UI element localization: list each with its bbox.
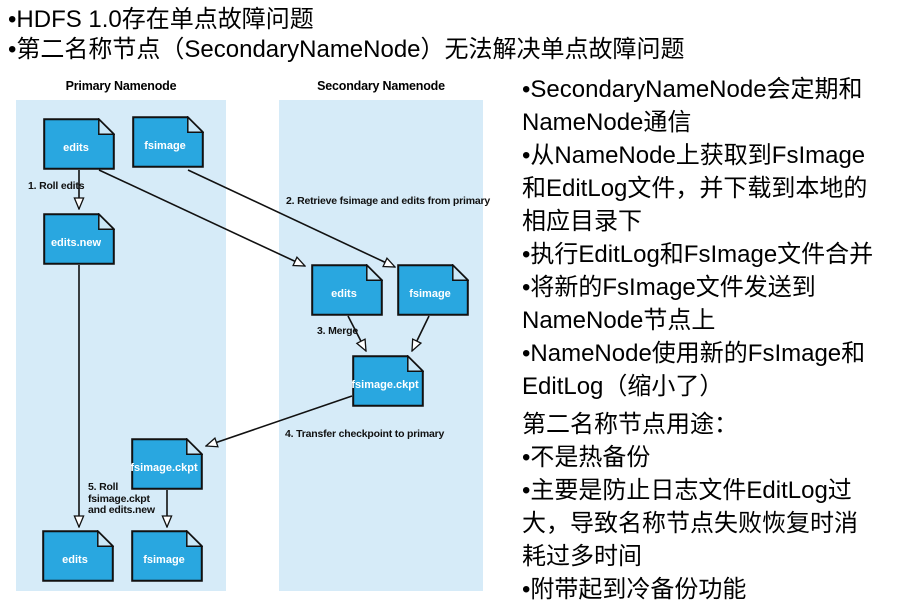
connector-lines [0, 169, 430, 607]
file-fold [97, 530, 114, 547]
step-4-transfer-label: 4. Transfer checkpoint to primary [285, 428, 445, 440]
arrow-merge-edits [347, 315, 366, 351]
file-body [42, 530, 114, 582]
secondary-namenode-panel [279, 100, 483, 591]
file-fold [366, 264, 383, 281]
fsimage-ckpt-file-icon-primary: fsimage.ckpt [131, 438, 203, 490]
note-line: EditLog（缩小了） [522, 373, 724, 400]
edits-file-icon-primary: edits [43, 118, 115, 170]
note-line: 耗过多时间 [522, 543, 642, 570]
note-line: •将新的FsImage文件发送到 [522, 274, 816, 301]
fsimage-ckpt-file-icon-secondary: fsimage.ckpt [352, 355, 424, 407]
file-label: edits [62, 554, 88, 566]
file-label: edits.new [51, 237, 102, 249]
bullet-line-1: •HDFS 1.0存在单点故障问题 [8, 6, 314, 33]
edits-file-icon-primary-bottom: edits [42, 530, 114, 582]
note-line: •从NameNode上获取到FsImage [522, 142, 866, 169]
step-2-retrieve-label: 2. Retrieve fsimage and edits from prima… [286, 195, 491, 207]
step-5-roll-label: 5. Roll fsimage.ckpt and edits.new [88, 481, 155, 516]
note-line: •NameNode使用新的FsImage和 [522, 340, 866, 367]
file-body [131, 530, 203, 582]
notes-column: •SecondaryNameNode会定期和 NameNode通信 •从Name… [522, 73, 918, 606]
file-label: edits [63, 142, 89, 154]
file-body [311, 264, 383, 316]
file-body [397, 264, 469, 316]
step-1-roll-edits-label: 1. Roll edits [28, 180, 85, 192]
primary-namenode-title: Primary Namenode [65, 79, 177, 93]
fsimage-file-icon-primary: fsimage [132, 116, 204, 168]
note-line: •附带起到冷备份功能 [522, 576, 747, 603]
file-fold [452, 264, 469, 281]
note-line: •执行EditLog和FsImage文件合并 [522, 241, 874, 268]
note-line: •不是热备份 [522, 444, 651, 471]
bullet-line-2: •第二名称节点（SecondaryNameNode）无法解决单点故障问题 [8, 36, 685, 63]
step-3-merge-label: 3. Merge [317, 325, 358, 337]
edits-file-icon-secondary: edits [311, 264, 383, 316]
arrow-retrieve-edits [98, 169, 305, 267]
note-line: NameNode通信 [522, 109, 692, 136]
secondary-namenode-title: Secondary Namenode [317, 79, 445, 93]
note-line: 大，导致名称节点失败恢复时消 [522, 510, 858, 537]
note-line: 和EditLog文件，并下载到本地的 [522, 175, 868, 202]
file-label: fsimage [144, 140, 186, 152]
file-label: edits [331, 288, 357, 300]
note-line-secondary-uses-heading: 第二名称节点用途： [522, 411, 738, 438]
arrow-transfer-checkpoint [206, 395, 353, 446]
file-label: fsimage [409, 288, 451, 300]
file-body [132, 116, 204, 168]
file-fold [407, 355, 424, 372]
note-line: NameNode节点上 [522, 307, 716, 334]
file-fold [98, 213, 115, 230]
file-body [43, 213, 115, 265]
fsimage-file-icon-primary-bottom: fsimage [131, 530, 203, 582]
note-line: •主要是防止日志文件EditLog过 [522, 477, 852, 504]
note-line: •SecondaryNameNode会定期和 [522, 76, 863, 103]
file-fold [98, 118, 115, 135]
arrow-merge-fsimage [412, 315, 430, 351]
file-body [43, 118, 115, 170]
file-fold [186, 530, 203, 547]
file-body [352, 355, 424, 407]
file-fold [187, 116, 204, 133]
arrow-retrieve-fsimage [187, 169, 395, 268]
fsimage-file-icon-secondary: fsimage [397, 264, 469, 316]
note-line: 相应目录下 [522, 208, 642, 235]
file-label: fsimage.ckpt [131, 462, 198, 474]
top-bullet-list: •HDFS 1.0存在单点故障问题 •第二名称节点（SecondaryNameN… [8, 5, 685, 65]
file-label: fsimage [143, 554, 185, 566]
file-label: fsimage.ckpt [352, 379, 419, 391]
file-fold [186, 438, 203, 455]
primary-namenode-panel [16, 100, 226, 591]
edits-new-file-icon: edits.new [43, 213, 115, 265]
file-body [131, 438, 203, 490]
